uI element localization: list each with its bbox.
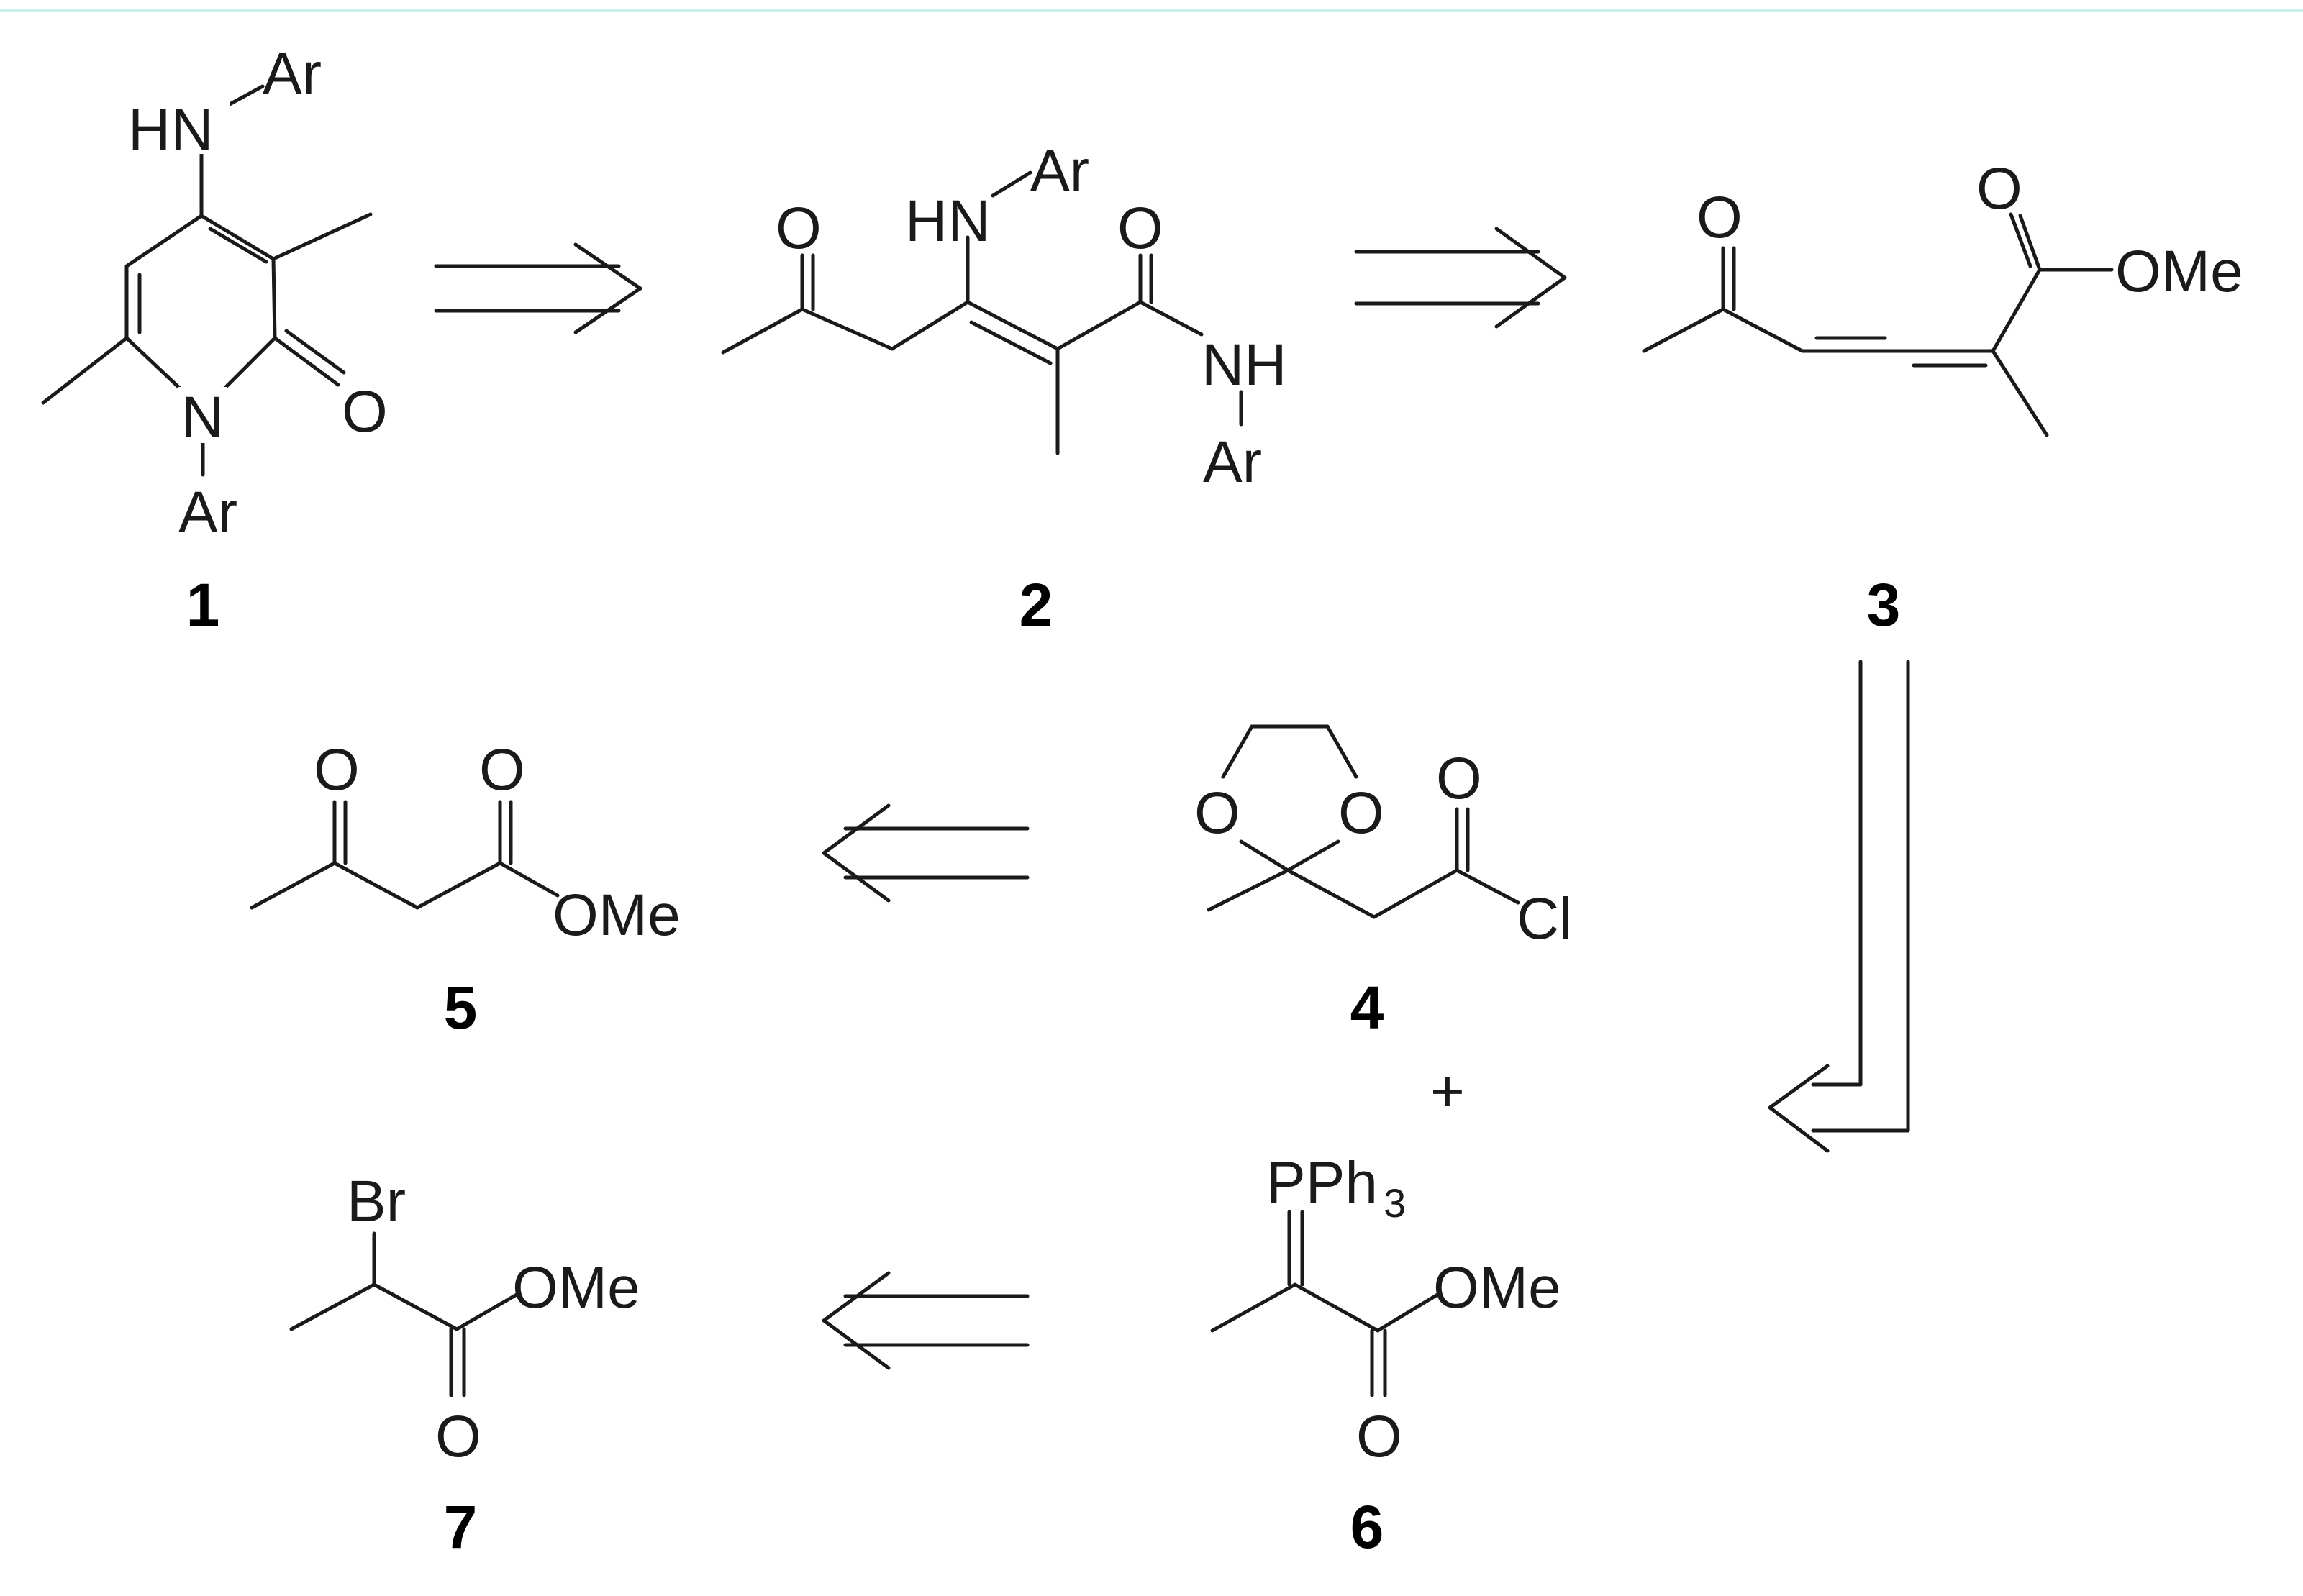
c1-hn-label: HN <box>128 97 213 163</box>
plus-sign: + <box>1430 1059 1465 1124</box>
c3-o2-label: O <box>1976 156 2022 222</box>
c2-hn-label: HN <box>905 188 990 254</box>
c2-ar-top-label: Ar <box>1030 138 1089 204</box>
compound-4-number: 4 <box>1350 974 1384 1041</box>
c6-pph-subscript: 3 <box>1384 1180 1406 1226</box>
c1-ar-top-label: Ar <box>263 41 322 106</box>
compound-4: O O O Cl 4 <box>1194 724 1572 1041</box>
c6-pph-label: PPh <box>1266 1150 1378 1216</box>
compound-5: O O OMe 5 <box>250 737 681 1041</box>
retro-arrow-6-7 <box>822 1271 1030 1370</box>
compound-3-number: 3 <box>1867 571 1901 639</box>
c1-n-label: N <box>181 385 224 450</box>
compound-2: O HN Ar O NH Ar 2 <box>721 138 1286 639</box>
c5-o1-label: O <box>314 737 360 803</box>
compound-7-number: 7 <box>444 1493 478 1561</box>
c3-ome-label: OMe <box>2115 239 2243 304</box>
c4-o-ring1-label: O <box>1194 780 1240 846</box>
c5-ome-label: OMe <box>553 883 681 948</box>
c2-o1-label: O <box>776 196 822 261</box>
compound-6-number: 6 <box>1350 1493 1384 1561</box>
c7-br-label: Br <box>347 1169 406 1234</box>
c6-o-label: O <box>1356 1404 1402 1469</box>
compound-2-number: 2 <box>1019 571 1053 639</box>
compound-1: HN Ar N O Ar 1 <box>41 41 388 639</box>
compound-6: PPh 3 OMe O 6 <box>1210 1150 1561 1561</box>
c4-o-carbonyl-label: O <box>1436 746 1482 811</box>
retro-arrow-4-5 <box>822 803 1030 903</box>
c5-o2-label: O <box>479 737 525 803</box>
c3-o1-label: O <box>1696 185 1743 250</box>
c1-o-label: O <box>342 379 388 444</box>
c7-o-label: O <box>435 1404 481 1469</box>
compound-3: O O OMe 3 <box>1642 156 2243 639</box>
retro-arrow-2-3 <box>1354 227 1567 329</box>
c7-ome-label: OMe <box>512 1255 640 1321</box>
compound-5-number: 5 <box>444 974 478 1041</box>
compound-7: Br OMe O 7 <box>289 1169 640 1561</box>
retro-arrow-1-2 <box>434 242 642 334</box>
compound-1-number: 1 <box>186 571 220 639</box>
c1-ar-bottom-label: Ar <box>178 480 237 545</box>
c4-o-ring2-label: O <box>1338 780 1384 846</box>
c2-nh-label: NH <box>1202 332 1286 398</box>
c6-ome-label: OMe <box>1433 1255 1561 1321</box>
c4-cl-label: Cl <box>1517 886 1572 952</box>
c2-ar-bottom-label: Ar <box>1203 429 1262 495</box>
retro-arrow-3-4-6 <box>1768 660 1910 1153</box>
c2-o2-label: O <box>1117 196 1163 261</box>
